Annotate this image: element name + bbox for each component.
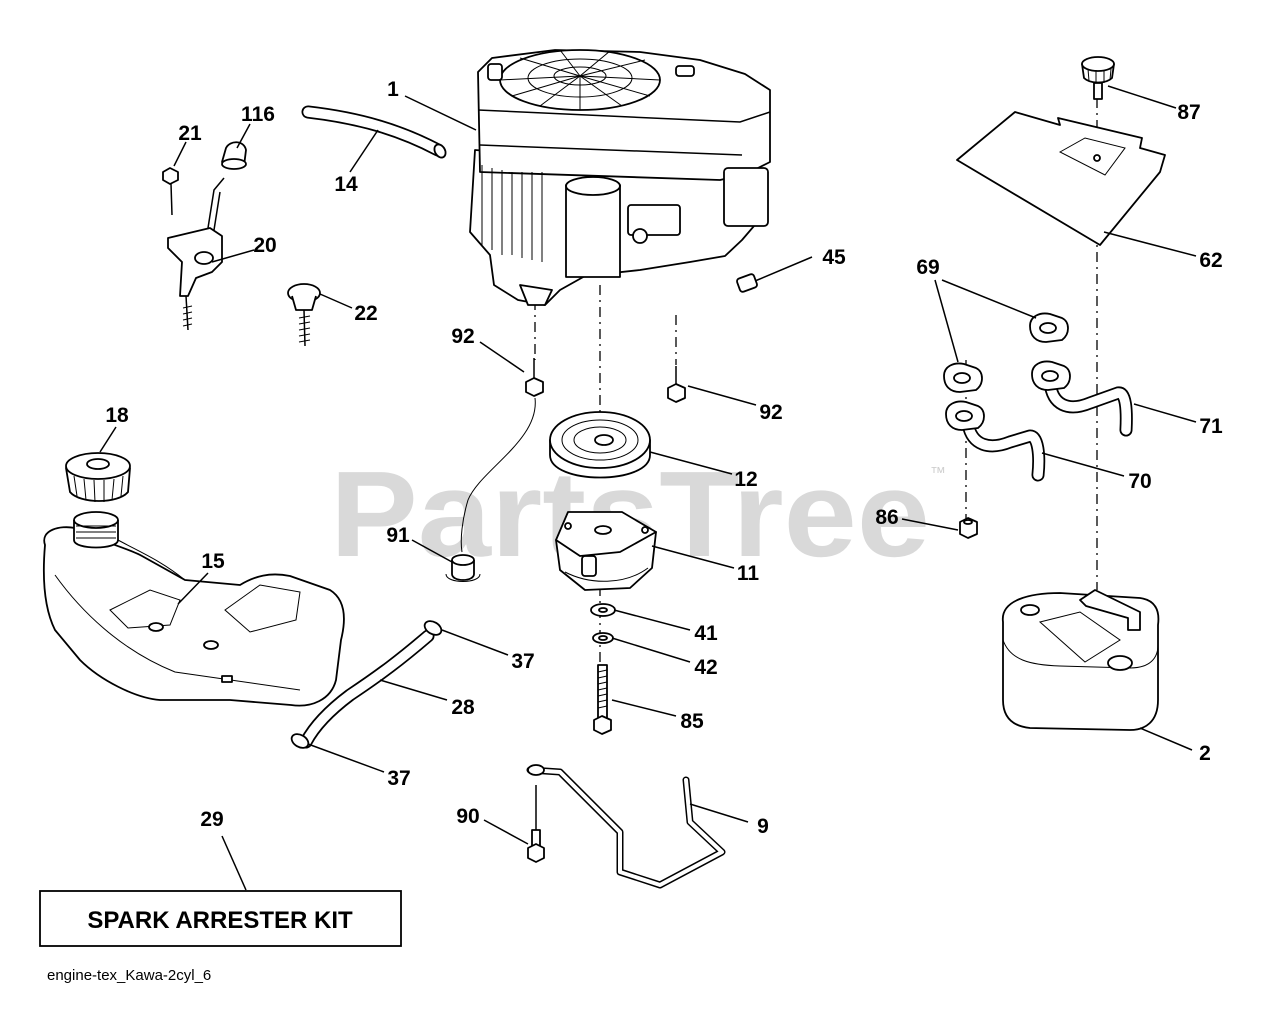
callout-bolt-85: 85	[680, 710, 704, 733]
engine	[469, 49, 771, 306]
dipstick-cap	[1081, 56, 1115, 100]
bolt-21	[162, 167, 179, 216]
clutch	[555, 511, 657, 591]
callout-hose-clamp-bottom: 37	[387, 767, 410, 790]
callout-washer-42: 42	[694, 656, 717, 679]
callout-choke-knob: 22	[354, 302, 377, 325]
callout-spark-plug-wire: 45	[822, 246, 846, 269]
callout-gaskets: 69	[916, 256, 939, 279]
washer-41	[590, 603, 616, 617]
callout-washer-41: 41	[694, 622, 718, 645]
hose-clamp-top	[423, 620, 443, 636]
callout-spark-arrester-kit: 29	[200, 808, 223, 831]
heat-shield	[956, 111, 1166, 246]
exhaust-pipe-70	[945, 400, 1046, 482]
muffler	[1002, 589, 1160, 731]
callout-fuel-hose: 28	[451, 696, 475, 719]
callout-throttle-control: 20	[253, 234, 276, 257]
spacer	[445, 554, 481, 582]
callout-bracket: 9	[757, 815, 769, 838]
callout-bolt-92-left: 92	[451, 325, 474, 348]
nut-86	[959, 517, 978, 539]
callout-dipstick-cap: 87	[1177, 101, 1200, 124]
fuel-tank	[43, 511, 345, 707]
spark-arrester-kit-box: SPARK ARRESTER KIT	[39, 890, 402, 947]
fuel-line	[301, 105, 447, 159]
callout-bolt-21: 21	[178, 122, 202, 145]
callout-labels: 1 116 21 14 20 22 92 92 45 87 62 69 71 7…	[105, 78, 1223, 838]
bolt-92-right	[667, 366, 686, 403]
exhaust-pipe-71	[1031, 360, 1133, 437]
callout-pulley: 12	[734, 468, 757, 491]
exhaust-gasket-upper	[1029, 312, 1069, 343]
callout-hose-clamp-top: 37	[511, 650, 534, 673]
diagram-filename: engine-tex_Kawa-2cyl_6	[47, 967, 211, 984]
callout-muffler: 2	[1199, 742, 1211, 765]
callout-spacer: 91	[386, 524, 410, 547]
spark-plug-wire	[736, 256, 813, 293]
fuel-cap	[65, 452, 131, 503]
callout-throttle-knob: 116	[241, 103, 275, 126]
callout-heat-shield: 62	[1199, 249, 1222, 272]
leader-lines	[99, 85, 1197, 891]
bracket	[526, 764, 726, 889]
choke-knob	[287, 283, 321, 347]
callout-bolt-92-right: 92	[759, 401, 782, 424]
hose-clamp-bottom	[290, 733, 310, 749]
throttle-control	[167, 177, 225, 331]
callout-bolt-90: 90	[456, 805, 479, 828]
callout-exhaust-pipe-70: 70	[1128, 470, 1151, 493]
callout-fuel-cap: 18	[105, 404, 129, 427]
callout-nut-86: 86	[875, 506, 898, 529]
throttle-knob	[221, 141, 247, 170]
callout-clutch: 11	[737, 562, 760, 585]
callout-fuel-tank: 15	[201, 550, 225, 573]
callout-engine: 1	[387, 78, 399, 101]
callout-fuel-line: 14	[334, 173, 358, 196]
watermark-trademark: ™	[930, 465, 946, 482]
pulley	[549, 411, 651, 479]
washer-42	[592, 632, 614, 644]
fuel-hose	[299, 629, 435, 749]
exhaust-gasket-lower	[943, 362, 983, 393]
bolt-85	[593, 664, 612, 735]
spark-arrester-kit-label: SPARK ARRESTER KIT	[87, 907, 353, 934]
bolt-90	[527, 785, 545, 863]
bolt-92-left	[525, 358, 544, 397]
callout-exhaust-pipe-71: 71	[1199, 415, 1223, 438]
